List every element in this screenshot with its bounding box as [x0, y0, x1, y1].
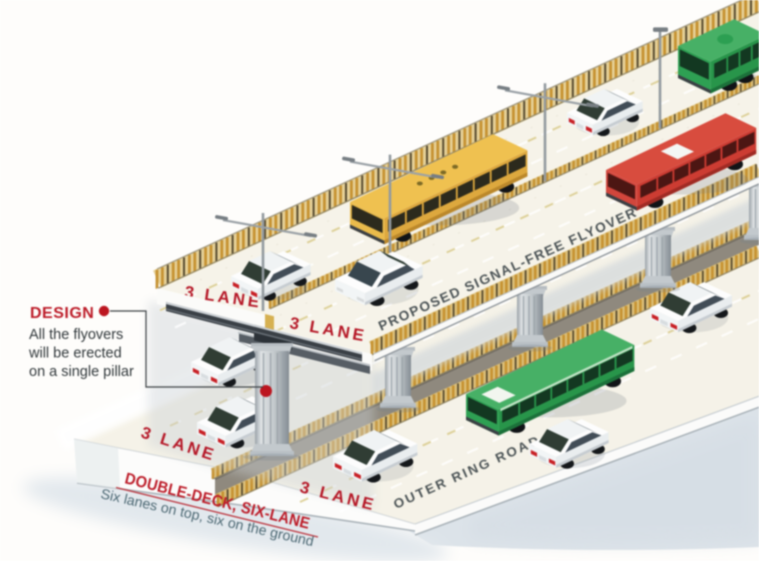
svg-text:DESIGN: DESIGN — [30, 305, 94, 322]
svg-text:All the flyovers: All the flyovers — [29, 327, 123, 343]
svg-text:will be erected: will be erected — [28, 346, 122, 362]
svg-text:on a single pillar: on a single pillar — [29, 364, 134, 380]
